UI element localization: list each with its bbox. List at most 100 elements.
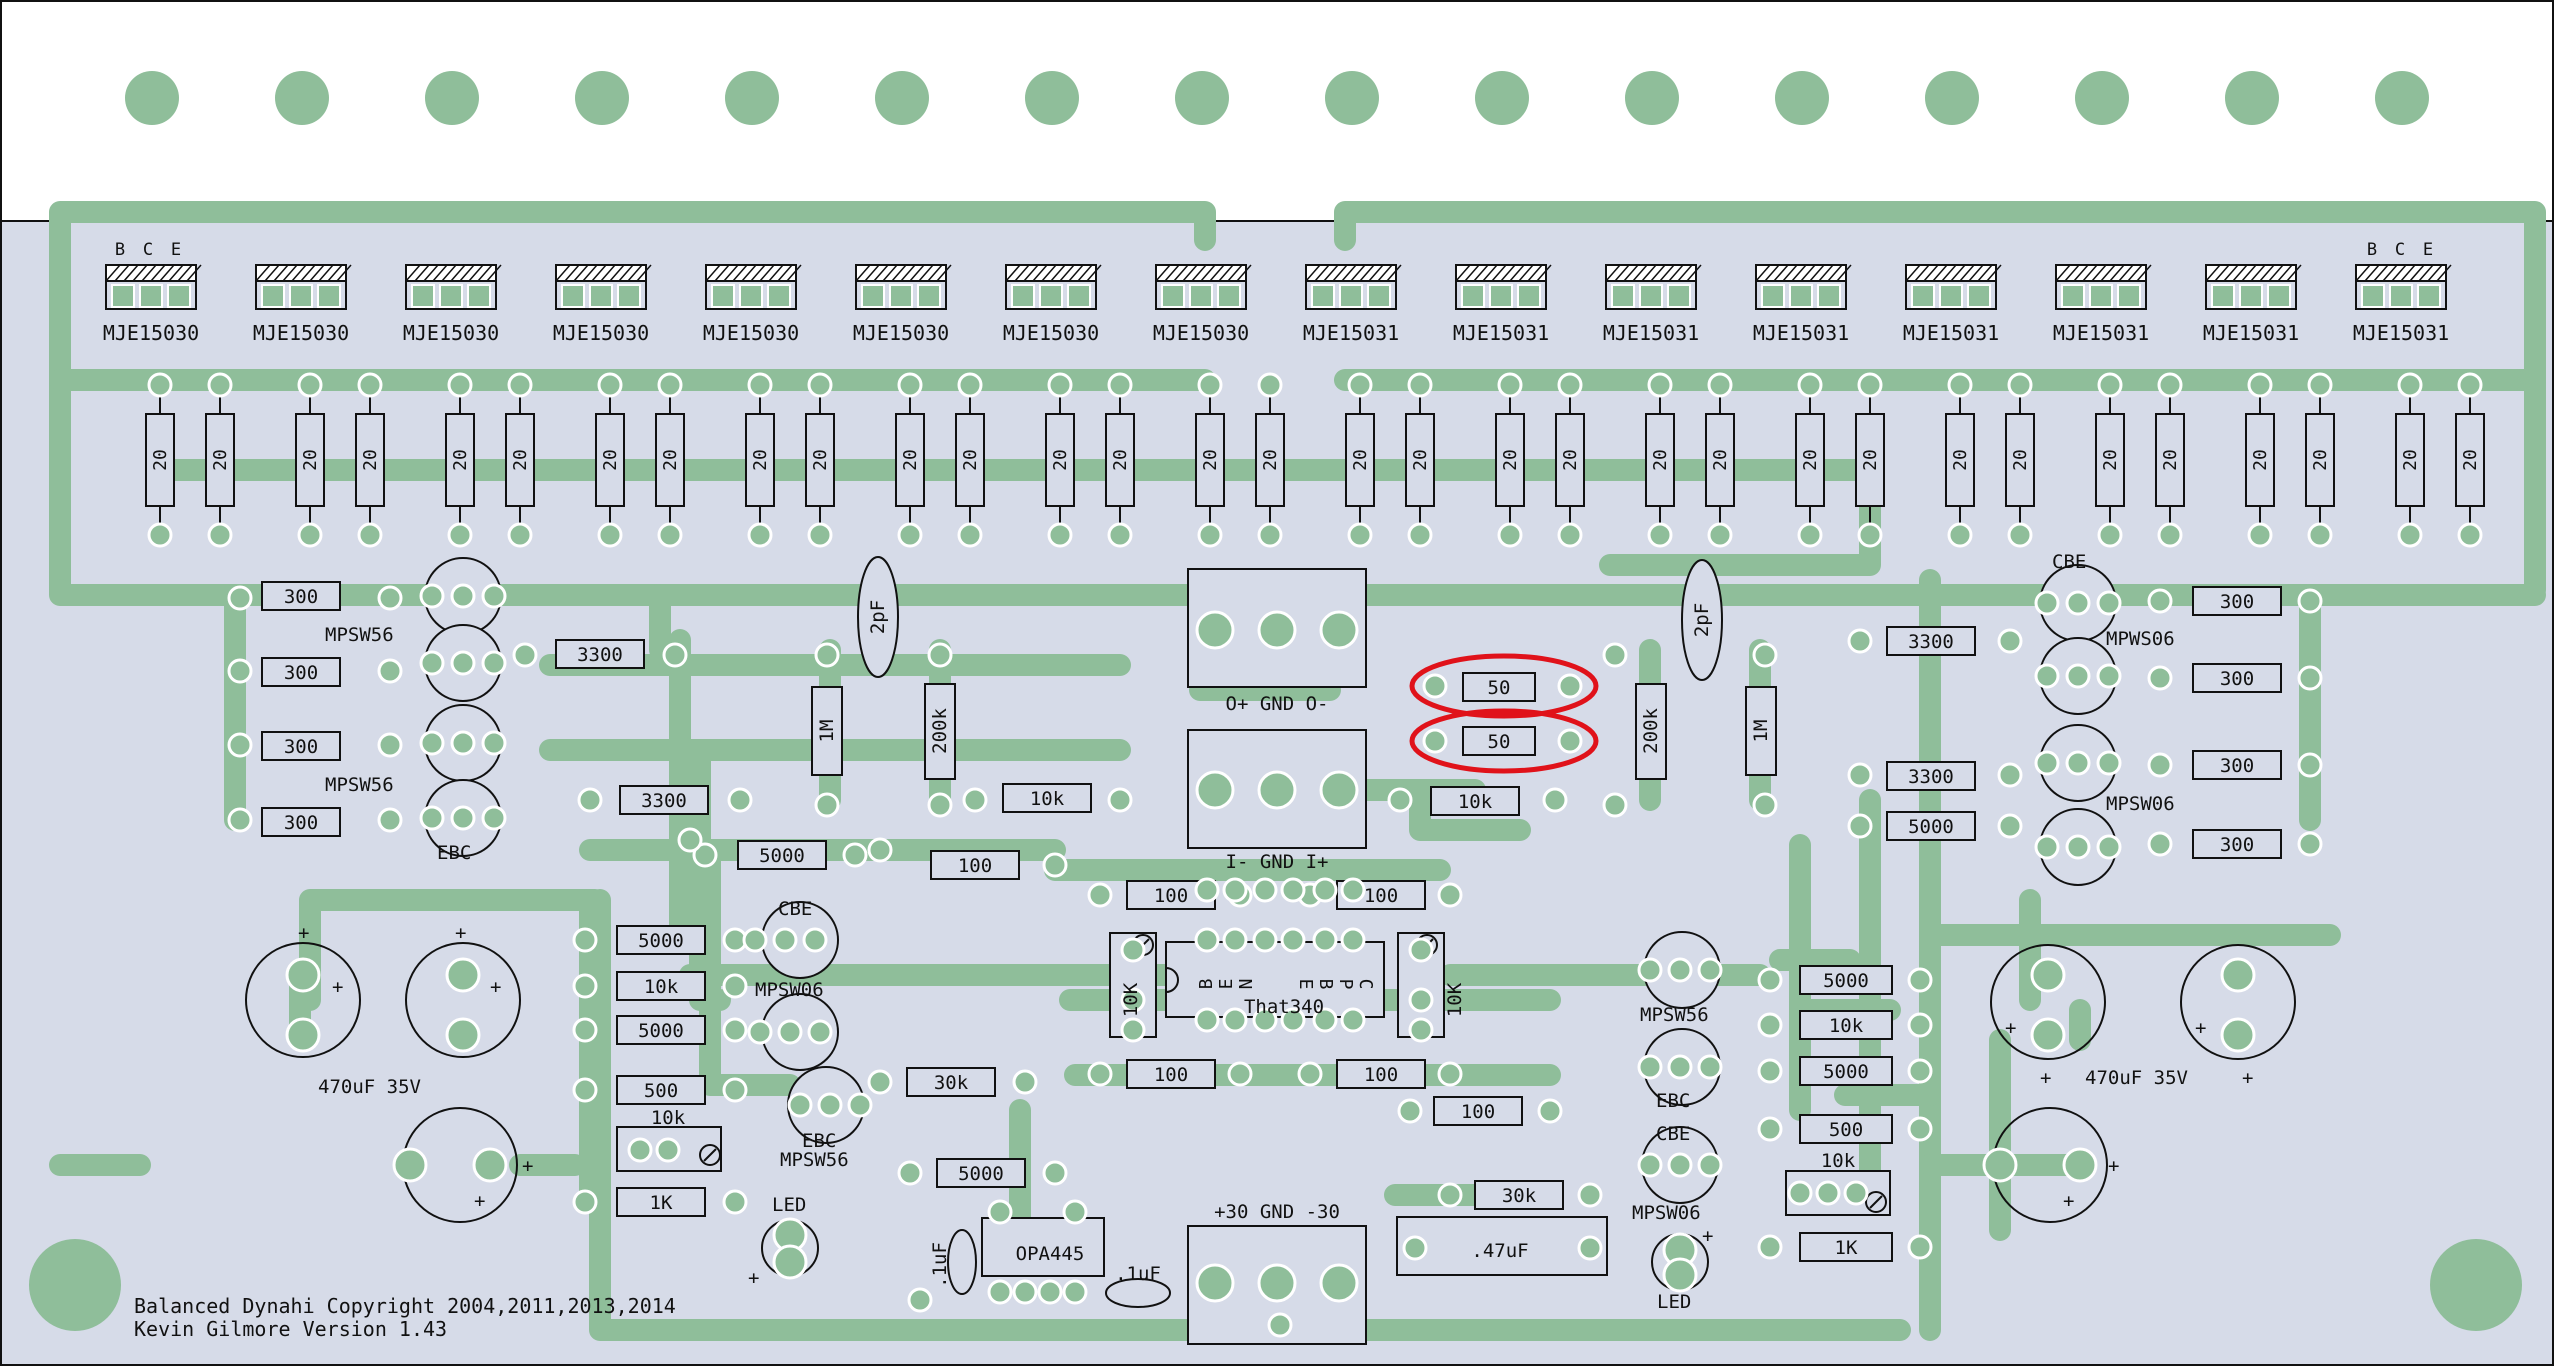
solder-pad: [1752, 642, 1778, 668]
resistor-20-label: 20: [2250, 449, 2271, 471]
output-transistor: MJE15030: [1003, 264, 1102, 345]
resistor-20-label: 20: [1560, 449, 1581, 471]
label-ebc: EBC: [1656, 1090, 1690, 1112]
solder-pad: [2147, 752, 2173, 778]
heatsink-pad: [425, 71, 479, 125]
capacitor-0-1uf: [947, 1229, 977, 1295]
label-100: 100: [1154, 1064, 1188, 1086]
heatsink-pad: [125, 71, 179, 125]
pinout-label: C: [143, 240, 153, 260]
solder-pad: [1312, 927, 1338, 953]
label-10k-trimmer: 10k: [651, 1107, 686, 1129]
transistor-part-label: MJE15030: [553, 321, 649, 345]
solder-pad: [2147, 665, 2173, 691]
capacitor-pad: [472, 1147, 508, 1183]
solder-pad: [1194, 877, 1220, 903]
label-300: 300: [284, 736, 318, 758]
solder-pad: [512, 642, 538, 668]
label-input-connector: I- GND I+: [1226, 851, 1329, 873]
resistor-20: 20: [445, 385, 475, 535]
label-1k: 1K: [1835, 1237, 1858, 1259]
solder-pad: [722, 973, 748, 999]
resistor-20: 20: [295, 385, 325, 535]
label-plus: +: [298, 922, 309, 944]
resistor-20-label: 20: [1950, 449, 1971, 471]
solder-pad: [481, 730, 507, 756]
resistor-20: 20: [1855, 385, 1885, 535]
label-100: 100: [1364, 1064, 1398, 1086]
solder-pad: [1062, 1279, 1088, 1305]
solder-pad: [2065, 834, 2091, 860]
capacitor-470uf: [2180, 944, 2296, 1060]
solder-pad: [787, 1092, 813, 1118]
label-300: 300: [2220, 755, 2254, 777]
label-power-connector: +30 GND -30: [1214, 1201, 1340, 1223]
transistor-part-label: MJE15031: [1753, 321, 1849, 345]
capacitor-pad: [285, 1017, 321, 1053]
label-50: 50: [1488, 731, 1511, 753]
label-0-1uf: .1uF: [1115, 1263, 1161, 1285]
solder-pad: [1907, 1116, 1933, 1142]
resistor-20-label: 20: [1050, 449, 1071, 471]
transistor-part-label: MJE15030: [403, 321, 499, 345]
label-1m: 1M: [1750, 720, 1772, 743]
resistor-20: 20: [2395, 385, 2425, 535]
solder-pad: [419, 730, 445, 756]
label-30k: 30k: [1502, 1185, 1537, 1207]
that340-pin: E: [1295, 979, 1316, 990]
resistor-20: 20: [505, 385, 535, 535]
solder-pad: [2034, 590, 2060, 616]
resistor-20: 20: [1495, 385, 1525, 535]
solder-pad: [1787, 1180, 1813, 1206]
solder-pad: [450, 805, 476, 831]
resistor-20: 20: [2245, 385, 2275, 535]
capacitor-0-1uf: [1105, 1278, 1171, 1308]
solder-pad: [1637, 1054, 1663, 1080]
capacitor-pad: [445, 1017, 481, 1053]
resistor-20: 20: [2155, 385, 2185, 535]
resistor-20-label: 20: [600, 449, 621, 471]
label-200k: 200k: [1640, 708, 1662, 754]
transistor-part-label: MJE15031: [2353, 321, 2449, 345]
capacitor-pad: [1982, 1147, 2018, 1183]
resistor-5000: [1799, 965, 1893, 995]
solder-pad: [1847, 813, 1873, 839]
solder-pad: [1437, 882, 1463, 908]
resistor-20-label: 20: [900, 449, 921, 471]
label-mpws06: MPWS06: [2106, 628, 2175, 650]
solder-pad: [450, 730, 476, 756]
label-cbe: CBE: [1656, 1123, 1690, 1145]
resistor-1m: [1745, 686, 1777, 776]
label-mpsw06: MPSW06: [2106, 793, 2175, 815]
that340-pin: C: [1355, 979, 1376, 990]
resistor-1m: [811, 686, 843, 776]
solder-pad: [1222, 1007, 1248, 1033]
label-0-47uf: .47uF: [1471, 1240, 1528, 1262]
label-5000: 5000: [1823, 1061, 1869, 1083]
resistor-20-label: 20: [2310, 449, 2331, 471]
solder-pad: [481, 805, 507, 831]
resistor-300: [261, 657, 341, 687]
solder-pad: [419, 650, 445, 676]
solder-pad: [1907, 1058, 1933, 1084]
heatsink-pad: [2225, 71, 2279, 125]
solder-pad: [1697, 1152, 1723, 1178]
resistor-20-label: 20: [1260, 449, 1281, 471]
label-mpsw56: MPSW56: [325, 624, 394, 646]
label-100: 100: [958, 855, 992, 877]
solder-pad: [227, 732, 253, 758]
resistor-5000: [1886, 811, 1976, 841]
solder-pad: [2147, 588, 2173, 614]
solder-pad: [1120, 1017, 1146, 1043]
heatsink-pad: [1175, 71, 1229, 125]
solder-pad: [1312, 877, 1338, 903]
label-10k: 10k: [1829, 1015, 1864, 1037]
transistor-part-label: MJE15031: [2053, 321, 2149, 345]
footer-version: Kevin Gilmore Version 1.43: [134, 1317, 447, 1341]
solder-pad: [450, 650, 476, 676]
label-plus: +: [2005, 1017, 2016, 1039]
resistor-3300: [619, 785, 709, 815]
heatsink-pad: [725, 71, 779, 125]
resistor-20-label: 20: [1110, 449, 1131, 471]
solder-pad: [1280, 1007, 1306, 1033]
